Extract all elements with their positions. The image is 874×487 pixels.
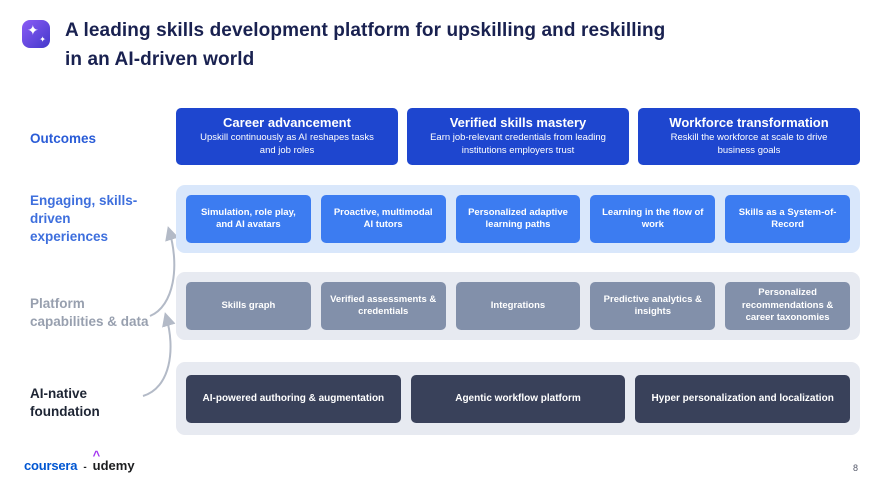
page-title-line1: A leading skills development platform fo… (65, 20, 666, 41)
sparkle-small-glyph: ✦ (39, 35, 46, 44)
outcomes-row: Career advancement Upskill continuously … (176, 108, 860, 165)
capability-chip-recommendations: Personalized recommendations & career ta… (725, 282, 850, 330)
outcome-card-subtitle: Upskill continuously as AI reshapes task… (200, 132, 374, 156)
experience-chip-flow-of-work: Learning in the flow of work (590, 195, 716, 243)
footer: coursera - ^udemy 8 (24, 448, 858, 473)
capability-chip-integrations: Integrations (455, 282, 581, 330)
sparkle-large-glyph: ✦ (27, 22, 39, 38)
page-title: A leading skills development platform fo… (65, 16, 665, 75)
experience-chip-simulation: Simulation, role play, and AI avatars (186, 195, 311, 243)
capability-chip-predictive-analytics: Predictive analytics & insights (590, 282, 716, 330)
outcome-card-career-advancement: Career advancement Upskill continuously … (176, 108, 398, 165)
experience-chip-adaptive-paths: Personalized adaptive learning paths (455, 195, 581, 243)
label-capabilities: Platform capabilities & data (30, 296, 149, 330)
udemy-logo: ^udemy (92, 448, 135, 473)
page-title-line2: in an AI-driven world (65, 49, 255, 71)
outcome-card-title: Verified skills mastery (449, 115, 587, 131)
sparkle-icon: ✦ ✦ (22, 20, 50, 48)
capability-chip-assessments: Verified assessments & credentials (320, 282, 446, 330)
foundation-chip-authoring: AI-powered authoring & augmentation (186, 374, 401, 423)
experiences-band: Simulation, role play, and AI avatars Pr… (176, 185, 860, 253)
udemy-caret-icon: ^ (92, 448, 101, 463)
outcome-card-workforce-transformation: Workforce transformation Reskill the wor… (638, 108, 860, 165)
experience-chip-system-of-record: Skills as a System-of-Record (725, 195, 850, 243)
outcome-card-verified-skills-mastery: Verified skills mastery Earn job-relevan… (407, 108, 629, 165)
outcome-card-title: Career advancement (223, 115, 351, 131)
flow-arrows (142, 226, 179, 397)
arrow-capabilities-to-experiences (149, 226, 179, 317)
foundation-chip-agentic-workflow: Agentic workflow platform (410, 374, 626, 423)
capabilities-band: Skills graph Verified assessments & cred… (176, 272, 860, 340)
outcome-card-subtitle: Earn job-relevant credentials from leadi… (430, 132, 606, 156)
coursera-logo: coursera (24, 458, 78, 473)
header: ✦ ✦ A leading skills development platfor… (22, 16, 665, 75)
arrow-foundation-to-capabilities (142, 312, 176, 397)
label-experiences: Engaging, skills-driven experiences (30, 193, 138, 245)
label-outcomes: Outcomes (30, 131, 97, 146)
outcome-card-subtitle: Reskill the workforce at scale to drive … (670, 132, 828, 156)
brand-lockup: coursera - ^udemy (24, 448, 135, 473)
udemy-wordmark: udemy (92, 458, 135, 473)
foundation-chip-hyper-personalization: Hyper personalization and localization (635, 374, 851, 423)
label-foundation: AI-native foundation (30, 386, 100, 420)
experience-chip-ai-tutors: Proactive, multimodal AI tutors (320, 195, 446, 243)
capability-chip-skills-graph: Skills graph (186, 282, 311, 330)
foundation-band: AI-powered authoring & augmentation Agen… (176, 362, 860, 435)
page-number: 8 (852, 463, 858, 473)
outcome-card-title: Workforce transformation (669, 115, 829, 131)
brand-separator: - (83, 462, 87, 473)
